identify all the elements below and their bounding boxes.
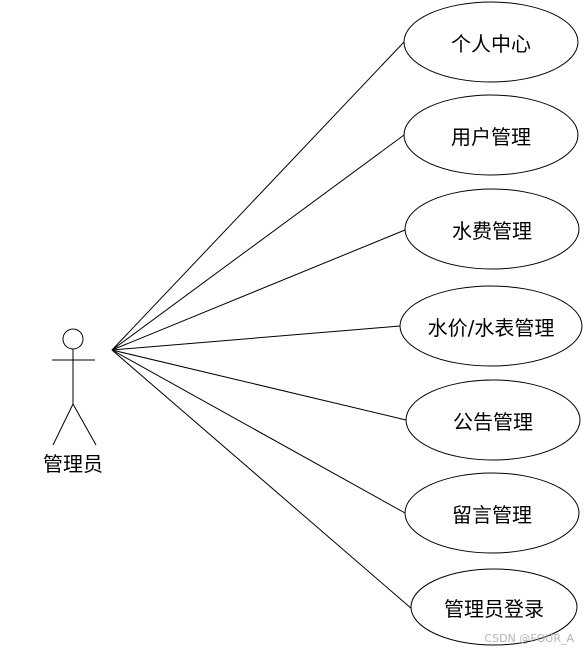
use-case-ellipse-user-management — [404, 95, 578, 175]
actor-stick-figure-icon — [52, 329, 96, 445]
use-case-user-management: 用户管理 — [451, 124, 531, 149]
association-line-admin-login — [112, 350, 412, 609]
use-case-message-management: 留言管理 — [452, 502, 532, 527]
use-case-ellipse-message-management — [405, 473, 579, 553]
use-case-ellipse-water-fee-management — [405, 189, 579, 269]
use-case-announcement-management: 公告管理 — [453, 409, 533, 434]
use-case-ellipse-announcement-management — [406, 380, 580, 460]
association-line-water-price-meter-management — [112, 326, 400, 350]
use-case-admin-login: 管理员登录 — [444, 596, 544, 621]
association-line-announcement-management — [112, 350, 406, 420]
actor-label: 管理员 — [43, 452, 103, 476]
watermark: CSDN @FOUR_A — [484, 632, 574, 645]
use-case-ellipse-water-price-meter-management — [400, 286, 582, 366]
association-line-water-fee-management — [112, 230, 405, 350]
use-case-ellipse-personal-center — [404, 2, 578, 82]
use-case-water-fee-management: 水费管理 — [452, 218, 532, 243]
use-case-ellipse-admin-login — [411, 569, 577, 645]
association-line-user-management — [112, 135, 404, 350]
association-line-personal-center — [112, 42, 404, 350]
use-case-water-price-meter-management: 水价/水表管理 — [427, 315, 555, 340]
use-case-personal-center: 个人中心 — [451, 31, 531, 56]
association-line-message-management — [112, 350, 405, 513]
